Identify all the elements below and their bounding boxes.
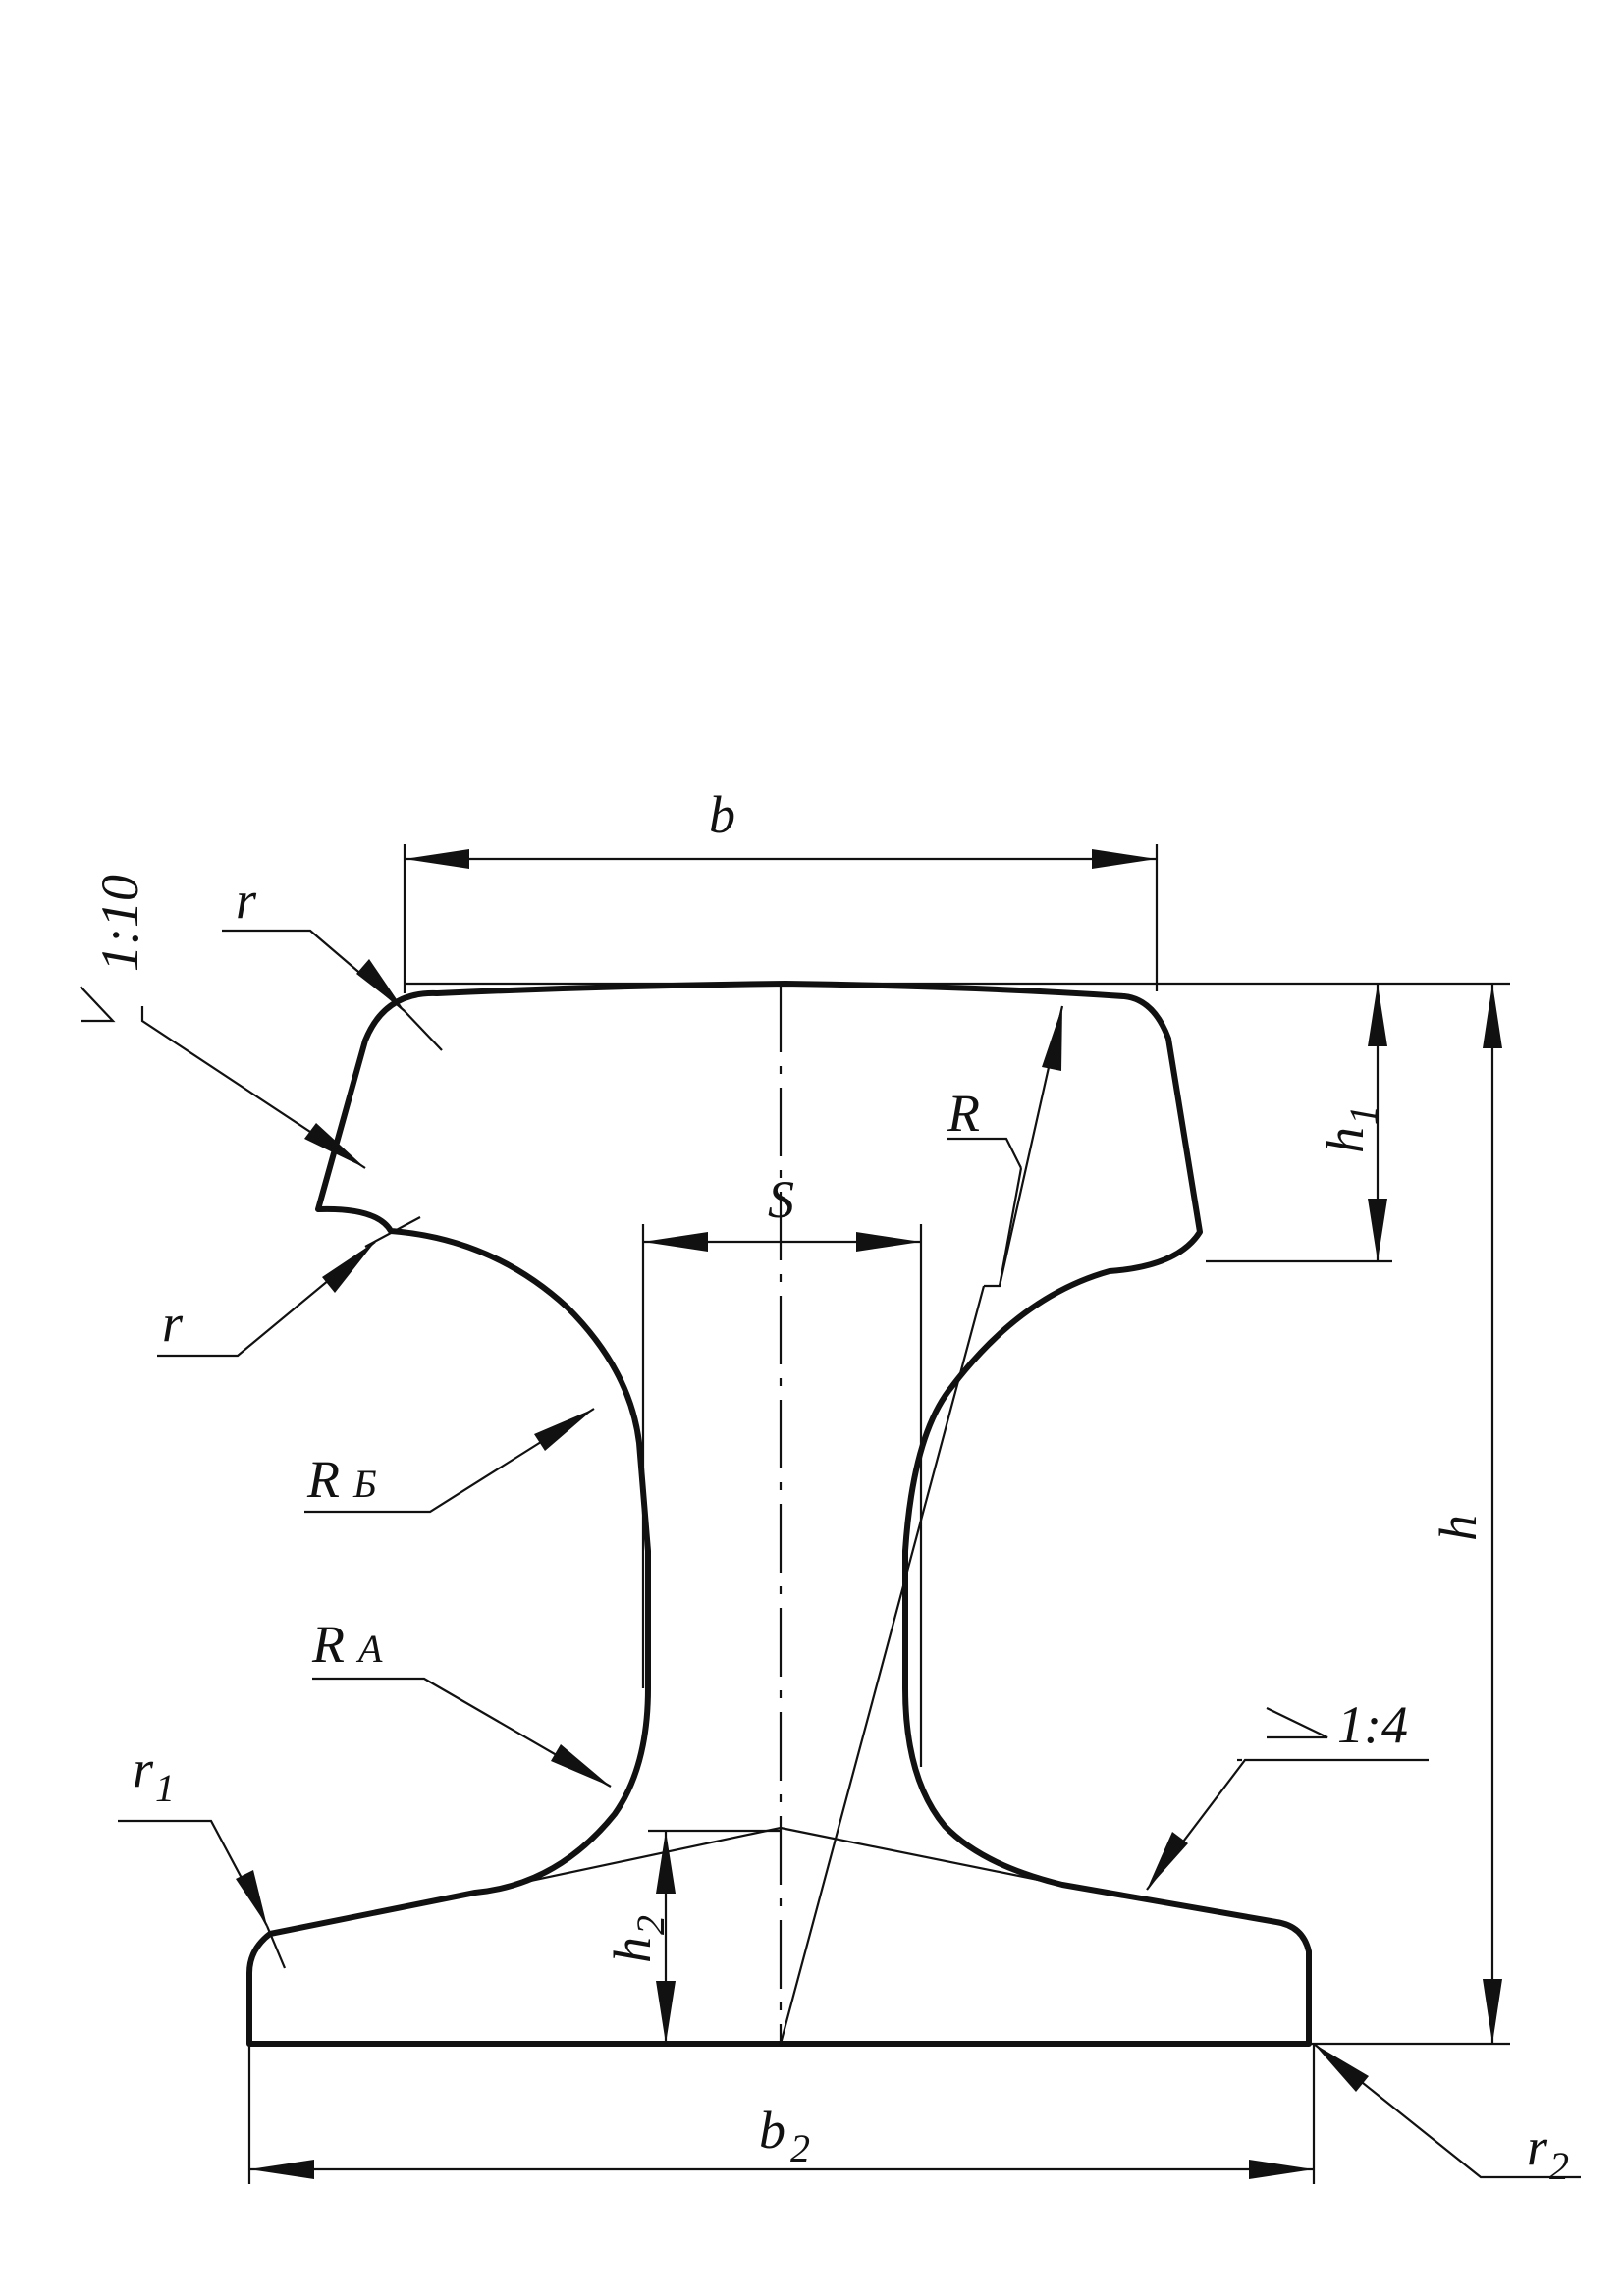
label-h1-sub: 1: [1341, 1105, 1385, 1125]
arrow-r-b: [534, 1409, 594, 1451]
label-b2: b: [759, 2101, 785, 2160]
label-r-mid: r: [162, 1294, 184, 1353]
label-r-big: R: [947, 1084, 980, 1143]
leader-r1-tick: [265, 1925, 287, 1969]
arrow-r-big: [1042, 1006, 1062, 1071]
slope-head-symbol: [80, 986, 116, 1023]
label-r-a: R: [311, 1615, 345, 1674]
label-r2: r: [1527, 2117, 1548, 2176]
label-b2-sub: 2: [790, 2126, 810, 2170]
leader-r-mid: [157, 1241, 376, 1358]
arrow-slope-foot: [1147, 1832, 1188, 1890]
arrow-slope-head: [304, 1123, 365, 1168]
label-r1-sub: 1: [155, 1766, 175, 1810]
label-r-top: r: [236, 871, 257, 930]
slope-foot-symbol: [1266, 1707, 1328, 1739]
label-h: h: [1429, 1515, 1488, 1541]
leader-r-a: [312, 1677, 612, 1788]
arrow-r1: [236, 1870, 267, 1926]
arrow-h-top: [1483, 984, 1502, 1048]
leader-slope-foot-line: [1146, 1758, 1429, 1891]
label-r-b: R: [306, 1450, 340, 1509]
label-r-a-sub: A: [355, 1627, 383, 1671]
label-r2-sub: 2: [1549, 2144, 1569, 2188]
label-h2: h: [603, 1937, 662, 1963]
label-r-b-sub: Б: [352, 1462, 377, 1506]
arrow-r-mid: [322, 1242, 375, 1293]
leader-r-big-upper: [998, 1167, 1023, 1287]
arrow-s-left: [643, 1232, 708, 1252]
foot-slope-left: [474, 1826, 782, 1895]
arrow-b2-right: [1249, 2160, 1314, 2179]
leader-r-mid-tick: [364, 1216, 421, 1248]
leader-r-big-label: [947, 1137, 1022, 1169]
arrow-b-left: [405, 849, 469, 869]
arrow-b-right: [1092, 849, 1157, 869]
label-h2-sub: 2: [628, 1915, 673, 1935]
label-s: S: [768, 1170, 794, 1229]
foot-slope-right: [780, 1826, 1063, 1887]
leader-slope-head: [140, 1006, 366, 1169]
arrow-h2-bottom: [656, 1981, 676, 2044]
label-slope-foot: 1:4: [1337, 1695, 1408, 1754]
arrow-h1-bottom: [1368, 1199, 1387, 1261]
arrow-r2: [1314, 2044, 1369, 2092]
label-slope-head: 1:10: [90, 875, 149, 972]
arrow-h-bottom: [1483, 1979, 1502, 2044]
arrow-b2-left: [249, 2160, 314, 2179]
leader-r1: [118, 1819, 268, 1927]
leader-r-b: [304, 1408, 595, 1514]
label-b: b: [709, 785, 735, 844]
arrow-r-top: [356, 959, 405, 1011]
leader-r-big: [779, 1285, 986, 2045]
label-r1: r: [133, 1739, 154, 1798]
rail-profile-outline: [246, 981, 1312, 2047]
label-h1: h: [1316, 1127, 1375, 1153]
arrow-h2-top: [656, 1831, 676, 1894]
arrow-s-right: [856, 1232, 921, 1252]
leader-r2: [1313, 2043, 1581, 2179]
arrow-h1-top: [1368, 984, 1387, 1046]
arrow-r-a: [551, 1744, 611, 1787]
leader-r-top-tick: [404, 1010, 443, 1051]
